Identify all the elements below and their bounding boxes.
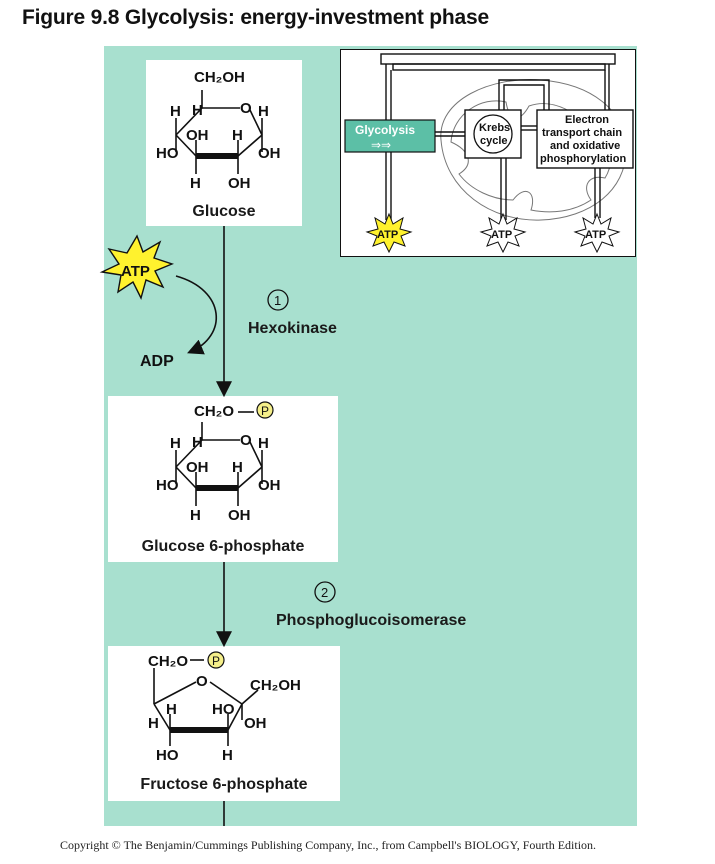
inset-glycolysis-label: Glycolysis [355,123,415,137]
figure-title: Figure 9.8 Glycolysis: energy-investment… [22,6,489,29]
phosphoglucoisomerase-label: Phosphoglucoisomerase [276,612,467,629]
g6p-ch2o: CH₂O [194,403,234,420]
svg-text:2: 2 [321,585,328,600]
svg-text:ATP: ATP [585,229,606,241]
glucose-oh-c2: OH [228,175,251,192]
inset-krebs-line1: Krebs [479,122,510,134]
hexokinase-label: Hexokinase [248,320,337,337]
step-2-number: 2 [314,581,336,603]
svg-text:ATP: ATP [491,229,512,241]
inset-atp-burst-krebs: ATP [479,212,527,254]
glycolysis-box [344,119,436,153]
f6p-oh-c2: OH [244,715,267,732]
g6p-h-c4: H [170,435,181,452]
inset-etc-line1: Electron [565,114,609,126]
fructose-6-phosphate-card: P CH₂O O CH₂OH H H HO HO H OH Fructose 6… [108,646,340,801]
f6p-ho-c4: HO [156,747,179,764]
glucose-oh-c3: OH [186,127,209,144]
fructose-6-phosphate-label: Fructose 6-phosphate [140,776,308,793]
glucose-h-c2: H [232,127,243,144]
atp-input-label: ATP [121,263,150,280]
g6p-phosphate: P [261,404,269,418]
phosphate-icon [207,651,225,669]
electron-transport-box [536,109,634,169]
glucose-ch2oh: CH₂OH [194,69,245,86]
glucose-ho-c4: HO [156,145,179,162]
inset-etc-line3: and oxidative [550,140,620,152]
overview-inset: Glycolysis ⇒⇒ Krebs cycle Electron trans… [340,49,636,257]
f6p-h-c5: H [148,715,159,732]
f6p-ch2oh: CH₂OH [250,677,301,694]
glucose-6-phosphate-card: P CH₂O O H H HO OH H H OH H OH Glucose 6… [108,396,338,562]
inset-etc-line4: phosphorylation [540,153,626,165]
svg-text:ATP: ATP [377,229,398,241]
f6p-ch2o: CH₂O [148,653,188,670]
adp-output-label: ADP [140,353,174,370]
inset-atp-burst-etc: ATP [573,212,621,254]
f6p-h-c3: H [222,747,233,764]
glucose-ring-o: O [240,100,252,117]
glucose-structure: CH₂OH O H H HO OH H H OH H OH [156,69,281,192]
g6p-h-c1: H [258,435,269,452]
g6p-h-c2: H [232,459,243,476]
g6p-ring-o: O [240,432,252,449]
g6p-oh-c3: OH [186,459,209,476]
glucose-6-phosphate-structure: P CH₂O O H H HO OH H H OH H OH [156,401,281,524]
glucose-label: Glucose [192,203,256,220]
f6p-ho-c3: HO [212,701,235,718]
f6p-phosphate: P [212,654,220,668]
respiration-overview-diagram: Glycolysis ⇒⇒ Krebs cycle Electron trans… [344,53,634,254]
glucose-oh-c1: OH [258,145,281,162]
phosphate-icon [256,401,274,419]
g6p-h-c5: H [192,434,203,451]
glucose-h-c3: H [190,175,201,192]
inset-atp-burst-glycolysis: ATP [365,212,413,254]
g6p-oh-c2: OH [228,507,251,524]
f6p-h-c4: H [166,701,177,718]
g6p-ho-c4: HO [156,477,179,494]
glucose-h-c5: H [192,102,203,119]
glucose-h-c4: H [170,103,181,120]
g6p-oh-c1: OH [258,477,281,494]
f6p-ring-o: O [196,673,208,690]
step-1-number: 1 [267,289,289,311]
inset-krebs-line2: cycle [480,135,508,147]
glucose-h-c1: H [258,103,269,120]
atp-burst-icon: ATP [99,234,175,300]
copyright-footer: Copyright © The Benjamin/Cummings Publis… [60,838,597,852]
glucose-card: CH₂OH O H H HO OH H H OH H OH Glucose [146,60,302,226]
glucose-6-phosphate-label: Glucose 6-phosphate [141,538,305,555]
g6p-h-c3: H [190,507,201,524]
svg-text:1: 1 [274,293,281,308]
fructose-6-phosphate-structure: P CH₂O O CH₂OH H H HO HO H OH [148,651,301,764]
glycolysis-arrows-icon: ⇒⇒ [371,138,391,152]
inset-etc-line2: transport chain [542,127,622,139]
atp-to-adp-arrow [175,275,217,355]
